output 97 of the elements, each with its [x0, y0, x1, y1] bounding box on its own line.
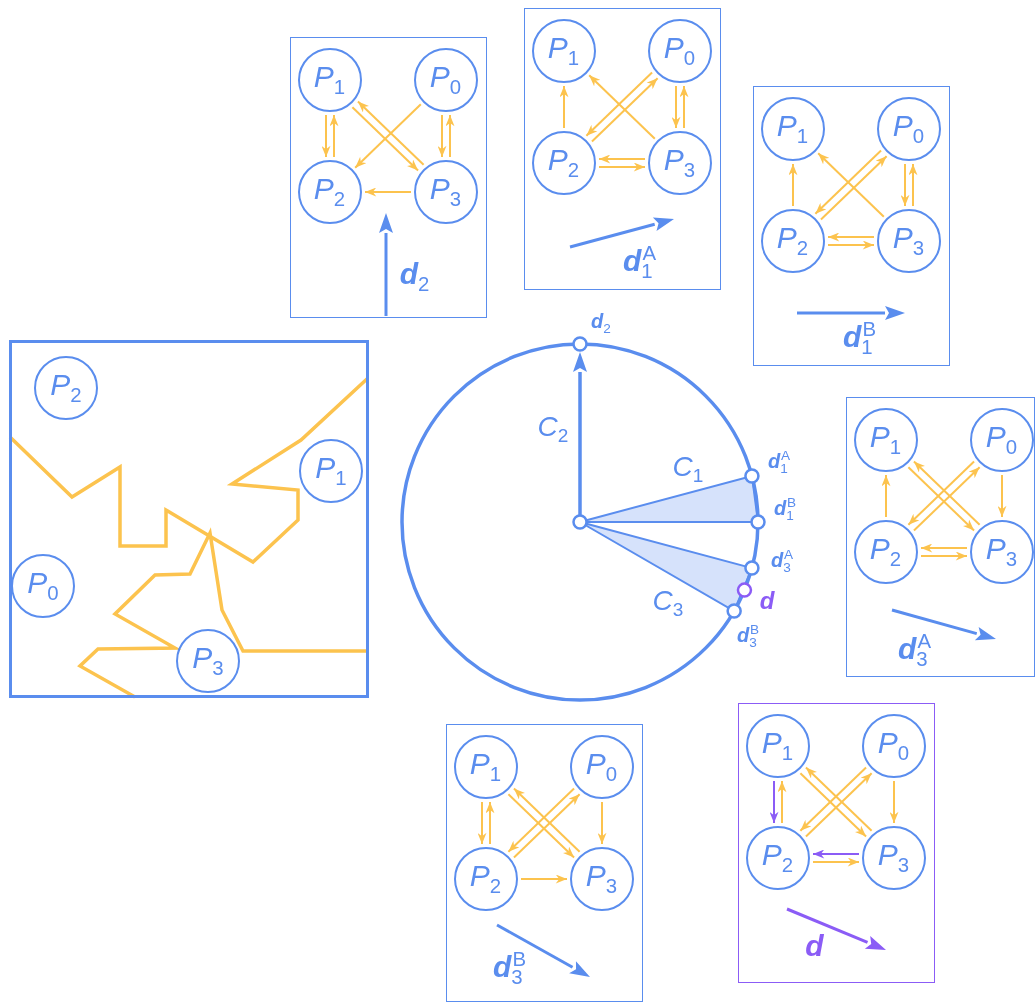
arrow: [598, 154, 646, 164]
node-circle: [413, 47, 478, 112]
arrow: [364, 187, 412, 197]
arrow: [559, 85, 569, 129]
node-label: P$_{1}$: [761, 727, 794, 764]
node-label: P$_{1}$: [547, 32, 580, 69]
arrow: [827, 232, 875, 242]
node-circle: [745, 713, 810, 778]
node-circle: [531, 18, 596, 83]
node-circle: [297, 159, 362, 224]
arrow: [812, 849, 860, 859]
node-circle: [299, 439, 363, 503]
arrow: [769, 780, 779, 824]
node-label: P$_{2}$: [776, 222, 809, 259]
arrow: [437, 114, 447, 158]
arrow: [671, 85, 681, 129]
node-label: P$_{2}$: [50, 370, 82, 406]
node-label: P$_{0}$: [585, 748, 618, 785]
node-circle: [647, 130, 712, 195]
node-label: P$_{1}$: [776, 110, 809, 147]
node-label: P$_{2}$: [547, 144, 580, 181]
arrow: [827, 240, 875, 250]
arrow: [889, 780, 899, 824]
scenario-panel: [290, 37, 487, 318]
node-circle: [453, 846, 518, 911]
math-label: C$_{3}$: [652, 586, 684, 620]
arrow: [679, 85, 689, 129]
node-circle: [176, 629, 240, 693]
arrow: [908, 163, 918, 207]
arrow: [788, 163, 798, 207]
node-circle: [531, 130, 596, 195]
arrow: [920, 551, 968, 561]
node-label: P$_{3}$: [663, 144, 696, 181]
arrow: [445, 114, 455, 158]
arrow: [597, 801, 607, 845]
node-label: P$_{0}$: [27, 568, 59, 604]
node-circle: [853, 519, 918, 584]
node-circle: [861, 825, 926, 890]
node-circle: [569, 734, 634, 799]
node-circle: [861, 713, 926, 778]
math-label: C$_{2}$: [537, 412, 569, 446]
math-label: d$_{2}$: [591, 310, 611, 336]
node-circle: [297, 47, 362, 112]
arrow: [598, 162, 646, 172]
node-circle: [413, 159, 478, 224]
arrow: [920, 543, 968, 553]
node-label: P$_{2}$: [313, 173, 346, 210]
node-circle: [453, 734, 518, 799]
arrow: [477, 801, 487, 845]
arrow: [777, 780, 787, 824]
math-label: d: [759, 589, 775, 613]
arrow: [485, 801, 495, 845]
node-label: P$_{0}$: [663, 32, 696, 69]
node-circle: [969, 519, 1034, 584]
node-label: P$_{0}$: [892, 110, 925, 147]
arrow: [321, 114, 331, 158]
node-circle: [647, 18, 712, 83]
vector-label: d$_{2}$: [399, 258, 430, 295]
node-label: P$_{2}$: [761, 839, 794, 876]
node-label: P$_{3}$: [877, 839, 910, 876]
math-label: C$_{1}$: [672, 452, 704, 486]
node-label: P$_{0}$: [985, 421, 1018, 458]
node-circle: [34, 356, 98, 420]
arrow: [329, 114, 339, 158]
node-label: P$_{3}$: [192, 643, 224, 679]
scenario-panel: [846, 397, 1035, 677]
node-circle: [760, 208, 825, 273]
arrow: [812, 857, 860, 867]
node-circle: [11, 554, 75, 618]
arrow: [900, 163, 910, 207]
arrow: [881, 474, 891, 518]
node-label: P$_{2}$: [469, 860, 502, 897]
scenario-panel: [753, 86, 950, 366]
node-label: P$_{1}$: [313, 61, 346, 98]
node-circle: [853, 407, 918, 472]
scenario-panel: [524, 8, 721, 290]
node-label: P$_{3}$: [985, 533, 1018, 570]
node-circle: [876, 96, 941, 161]
node-circle: [745, 825, 810, 890]
node-label: P$_{3}$: [892, 222, 925, 259]
node-label: P$_{1}$: [315, 453, 347, 489]
vector-label: d: [805, 930, 824, 961]
node-label: P$_{3}$: [429, 173, 462, 210]
node-circle: [969, 407, 1034, 472]
node-circle: [876, 208, 941, 273]
node-label: P$_{0}$: [429, 61, 462, 98]
node-circle: [569, 846, 634, 911]
scenario-panel: [738, 703, 935, 983]
node-label: P$_{0}$: [877, 727, 910, 764]
node-label: P$_{3}$: [585, 860, 618, 897]
node-label: P$_{1}$: [869, 421, 902, 458]
arrow: [997, 474, 1007, 518]
scenario-panel: [446, 724, 643, 1002]
node-label: P$_{2}$: [869, 533, 902, 570]
node-label: P$_{1}$: [469, 748, 502, 785]
node-circle: [760, 96, 825, 161]
arrow: [520, 874, 568, 884]
